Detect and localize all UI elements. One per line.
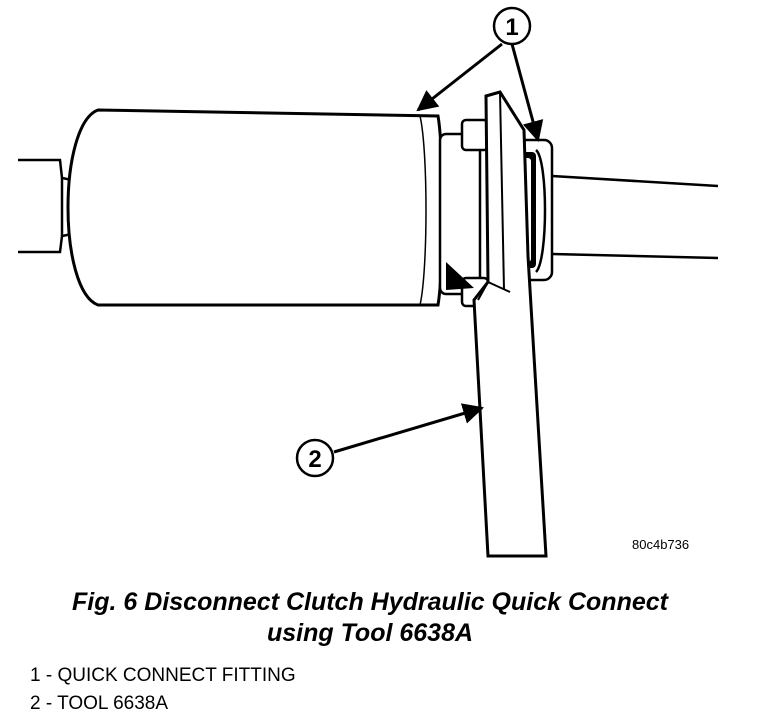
callout-2: 2 xyxy=(295,403,485,478)
callout-1-arrow-fitting xyxy=(510,43,544,143)
image-code: 80c4b736 xyxy=(632,537,690,552)
callout-1-arrow-cylinder xyxy=(416,42,503,112)
caption-line-1: Fig. 6 Disconnect Clutch Hydraulic Quick… xyxy=(72,588,668,616)
connector-collar xyxy=(438,118,490,308)
cylinder-body xyxy=(66,108,444,307)
callout-2-number: 2 xyxy=(308,446,321,473)
callout-2-circle xyxy=(295,438,335,478)
callout-1-number: 1 xyxy=(505,14,518,41)
left-hydraulic-line xyxy=(18,158,73,254)
tool-6638a xyxy=(472,90,548,558)
right-hydraulic-line xyxy=(551,174,719,260)
cylinder-edge-line xyxy=(419,115,427,306)
legend-item-2: 2 - TOOL 6638A xyxy=(30,693,169,714)
legend-item-1: 1 - QUICK CONNECT FITTING xyxy=(30,665,296,686)
figure-caption: Fig. 6 Disconnect Clutch Hydraulic Quick… xyxy=(0,587,740,649)
caption-line-2: using Tool 6638A xyxy=(266,619,474,647)
callout-2-arrow xyxy=(333,403,485,454)
callout-1: 1 xyxy=(416,6,544,143)
legend: 1 - QUICK CONNECT FITTING 2 - TOOL 6638A xyxy=(30,662,296,718)
clutch-quick-connect-illustration: 1 2 xyxy=(18,6,719,558)
